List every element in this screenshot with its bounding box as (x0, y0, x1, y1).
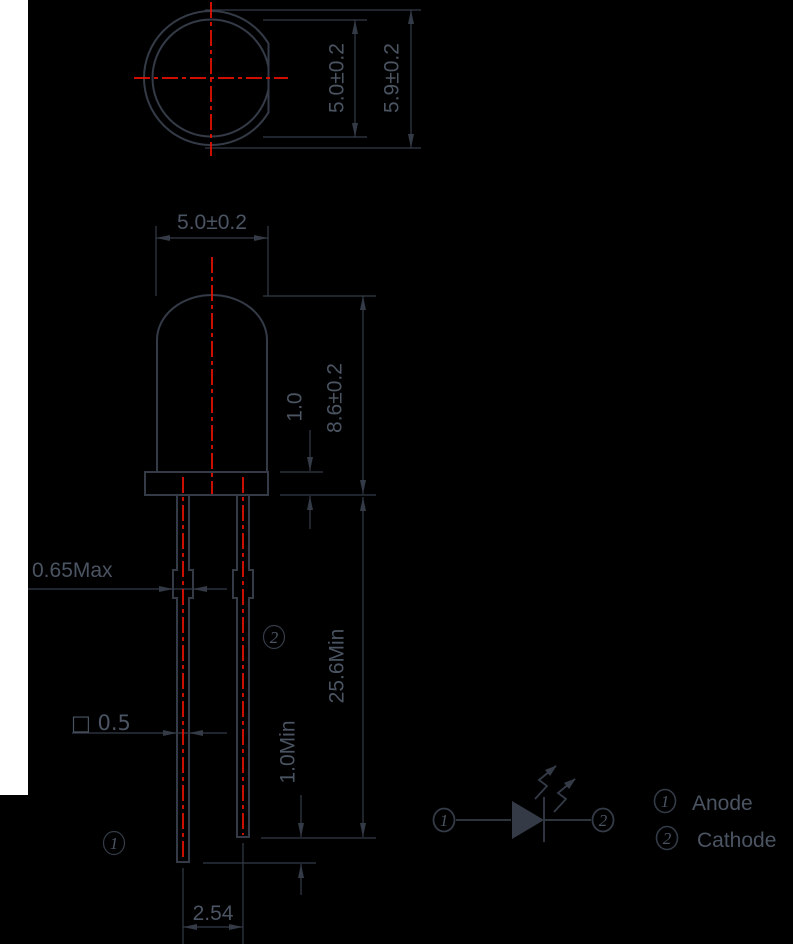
symbol-anode-number: 1 (440, 811, 449, 830)
label-body-height: 8.6±0.2 (323, 363, 346, 433)
legend-balloons (653, 788, 679, 851)
page-edge-strip (0, 0, 28, 795)
label-flange-thickness: 1.0 (283, 392, 306, 421)
label-outer-diameter: 5.9±0.2 (380, 43, 403, 113)
led-symbol-solids (512, 801, 544, 839)
symbol-cathode-balloon (591, 807, 615, 833)
label-lead-pitch: 2.54 (193, 902, 234, 925)
light-emission-arrow-2 (553, 778, 576, 813)
dimension-lines (28, 9, 421, 944)
cathode-balloon-number: 2 (270, 628, 279, 647)
label-lead-width-max: 0.65Max (32, 559, 113, 582)
symbol-cathode-number: 2 (599, 811, 608, 830)
centerlines (134, 2, 288, 860)
legend-anode-number: 1 (661, 792, 670, 811)
anode-lead-outline (172, 495, 194, 863)
anode-balloon (102, 830, 126, 856)
label-lead-tip-offset: 1.0Min (276, 720, 299, 783)
anode-balloon-number: 1 (110, 834, 119, 853)
legend-cathode-balloon (655, 825, 679, 851)
dimension-labels: 5.0±0.2 5.9±0.2 5.0±0.2 1.0 8.6±0.2 25.6… (32, 43, 776, 925)
legend-anode-balloon (653, 788, 677, 814)
flange-outline (144, 471, 269, 496)
symbol-anode-balloon (432, 807, 456, 833)
led-schematic-symbol (432, 765, 615, 842)
cathode-balloon (262, 624, 286, 650)
label-lead-length: 25.6Min (325, 629, 348, 704)
label-body-width: 5.0±0.2 (177, 211, 247, 234)
diode-triangle (512, 801, 544, 839)
light-emission-arrow-1 (534, 765, 557, 800)
cathode-lead-outline (232, 495, 254, 838)
legend-cathode-number: 2 (663, 829, 672, 848)
label-lead-square: □ 0.5 (71, 711, 131, 735)
label-inner-diameter: 5.0±0.2 (325, 43, 348, 113)
legend-cathode-label: Cathode (697, 829, 776, 852)
legend-anode-label: Anode (692, 792, 753, 815)
